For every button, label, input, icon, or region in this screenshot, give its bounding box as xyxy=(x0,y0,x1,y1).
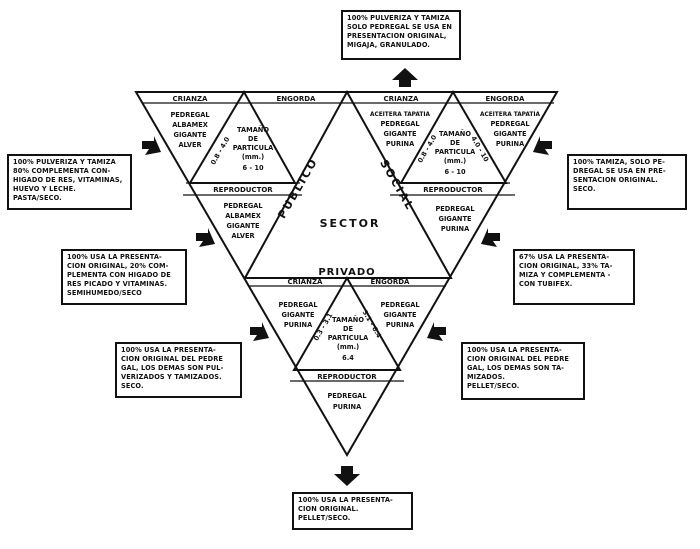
left-repro-feeds: PEDREGAL ALBAMEX GIGANTE ALVER xyxy=(223,202,263,240)
feed-label: PEDREGAL xyxy=(327,392,367,400)
feed-label: ALBAMEX xyxy=(172,121,208,129)
right-crianza-feeds: ACEITERA TAPATIA PEDREGAL GIGANTE PURINA xyxy=(370,112,431,148)
feed-label: PEDREGAL xyxy=(380,120,420,128)
feed-label: PURINA xyxy=(496,140,525,148)
feed-label: PURINA xyxy=(284,321,313,329)
feed-label: PEDREGAL xyxy=(278,301,318,309)
arrow-down-right-icon-3 xyxy=(427,322,446,341)
bottom-engorda-header: ENGORDA xyxy=(371,278,411,286)
bottom-repro-feeds: PEDREGAL PURINA xyxy=(327,392,367,411)
center-triangle xyxy=(243,89,453,279)
note-bottom: 100% USA LA PRESENTA- CION ORIGINAL. PEL… xyxy=(292,492,413,530)
right-engorda-feeds: ACEITERA TAPATIA PEDREGAL GIGANTE PURINA xyxy=(480,112,541,148)
note-left-1: 100% PULVERIZA Y TAMIZA 80% COMPLEMENTA … xyxy=(7,154,132,210)
publico-label: PUBLICO xyxy=(275,156,320,221)
left-crianza-feeds: PEDREGAL ALBAMEX GIGANTE ALVER xyxy=(170,111,210,149)
right-repro-feeds: PEDREGAL GIGANTE PURINA xyxy=(435,205,475,233)
sector-label: SECTOR xyxy=(320,217,381,230)
particle-text: (mm.) xyxy=(242,153,264,161)
arrow-down-left-icon-2 xyxy=(196,228,215,247)
feed-label: PURINA xyxy=(386,321,415,329)
left-particle-size: TAMAÑO DE PARTICULA (mm.) 6 - 10 xyxy=(233,125,274,172)
feed-label: GIGANTE xyxy=(494,130,527,138)
arrow-down-left-icon-1 xyxy=(142,136,161,155)
right-particle-size: TAMAÑO DE PARTICULA (mm.) 6 - 10 xyxy=(435,129,476,176)
feed-label: PEDREGAL xyxy=(223,202,263,210)
bottom-reproductor-header: REPRODUCTOR xyxy=(317,373,377,381)
particle-text: DE xyxy=(450,139,460,147)
feed-label: ACEITERA TAPATIA xyxy=(480,112,541,118)
feed-label: PURINA xyxy=(386,140,415,148)
feed-label: GIGANTE xyxy=(227,222,260,230)
feed-label: GIGANTE xyxy=(439,215,472,223)
arrow-down-left-icon-3 xyxy=(250,322,269,341)
note-right-2: 67% USA LA PRESENTA- CION ORIGINAL, 33% … xyxy=(513,249,635,305)
left-particle-range: 0.8 - 4.0 xyxy=(209,135,231,166)
feed-label: PEDREGAL xyxy=(490,120,530,128)
right-crianza-header: CRIANZA xyxy=(384,95,419,103)
right-reproductor-header: REPRODUCTOR xyxy=(423,186,483,194)
feed-label: ALVER xyxy=(231,232,254,240)
privado-label: PRIVADO xyxy=(318,267,375,278)
note-right-3: 100% USA LA PRESENTA- CION ORIGINAL DEL … xyxy=(461,342,585,400)
particle-text: (mm.) xyxy=(337,343,359,351)
feed-label: ACEITERA TAPATIA xyxy=(370,112,431,118)
bottom-crianza-feeds: PEDREGAL GIGANTE PURINA xyxy=(278,301,318,329)
particle-text: PARTICULA xyxy=(328,334,369,342)
feed-label: ALVER xyxy=(178,141,201,149)
particle-text: TAMAÑO xyxy=(237,125,269,134)
particle-text: 6.4 xyxy=(342,354,354,362)
note-top: 100% PULVERIZA Y TAMIZA SOLO PEDREGAL SE… xyxy=(341,10,461,60)
feed-label: PURINA xyxy=(333,403,362,411)
bottom-engorda-feeds: PEDREGAL GIGANTE PURINA xyxy=(380,301,420,329)
left-reproductor-header: REPRODUCTOR xyxy=(213,186,273,194)
feed-label: GIGANTE xyxy=(174,131,207,139)
feed-label: PEDREGAL xyxy=(435,205,475,213)
feed-label: GIGANTE xyxy=(384,130,417,138)
feed-label: GIGANTE xyxy=(282,311,315,319)
particle-text: DE xyxy=(248,135,258,143)
arrow-down-right-icon-2 xyxy=(481,228,500,247)
feed-label: ALBAMEX xyxy=(225,212,261,220)
right-engorda-header: ENGORDA xyxy=(486,95,526,103)
particle-text: 6 - 10 xyxy=(444,168,466,176)
feed-label: GIGANTE xyxy=(384,311,417,319)
arrow-down-icon xyxy=(334,466,360,486)
particle-text: PARTICULA xyxy=(233,144,274,152)
note-left-3: 100% USA LA PRESENTA- CION ORIGINAL DEL … xyxy=(115,342,242,398)
particle-text: TAMAÑO xyxy=(439,129,471,138)
bottom-particle-size: TAMAÑO DE PARTICULA (mm.) 6.4 xyxy=(328,315,369,362)
note-right-1: 100% TAMIZA, SOLO PE- DREGAL SE USA EN P… xyxy=(567,154,687,210)
particle-text: PARTICULA xyxy=(435,148,476,156)
arrow-down-right-icon-1 xyxy=(533,136,552,155)
left-crianza-header: CRIANZA xyxy=(173,95,208,103)
left-engorda-header: ENGORDA xyxy=(277,95,317,103)
feed-label: PURINA xyxy=(441,225,470,233)
arrow-up-icon xyxy=(392,68,418,87)
bottom-crianza-header: CRIANZA xyxy=(288,278,323,286)
particle-text: DE xyxy=(343,325,353,333)
particle-text: 6 - 10 xyxy=(242,164,264,172)
feed-label: PEDREGAL xyxy=(170,111,210,119)
note-left-2: 100% USA LA PRESENTA- CION ORIGINAL, 20%… xyxy=(61,249,187,305)
particle-text: TAMAÑO xyxy=(332,315,364,324)
feed-label: PEDREGAL xyxy=(380,301,420,309)
particle-text: (mm.) xyxy=(444,157,466,165)
